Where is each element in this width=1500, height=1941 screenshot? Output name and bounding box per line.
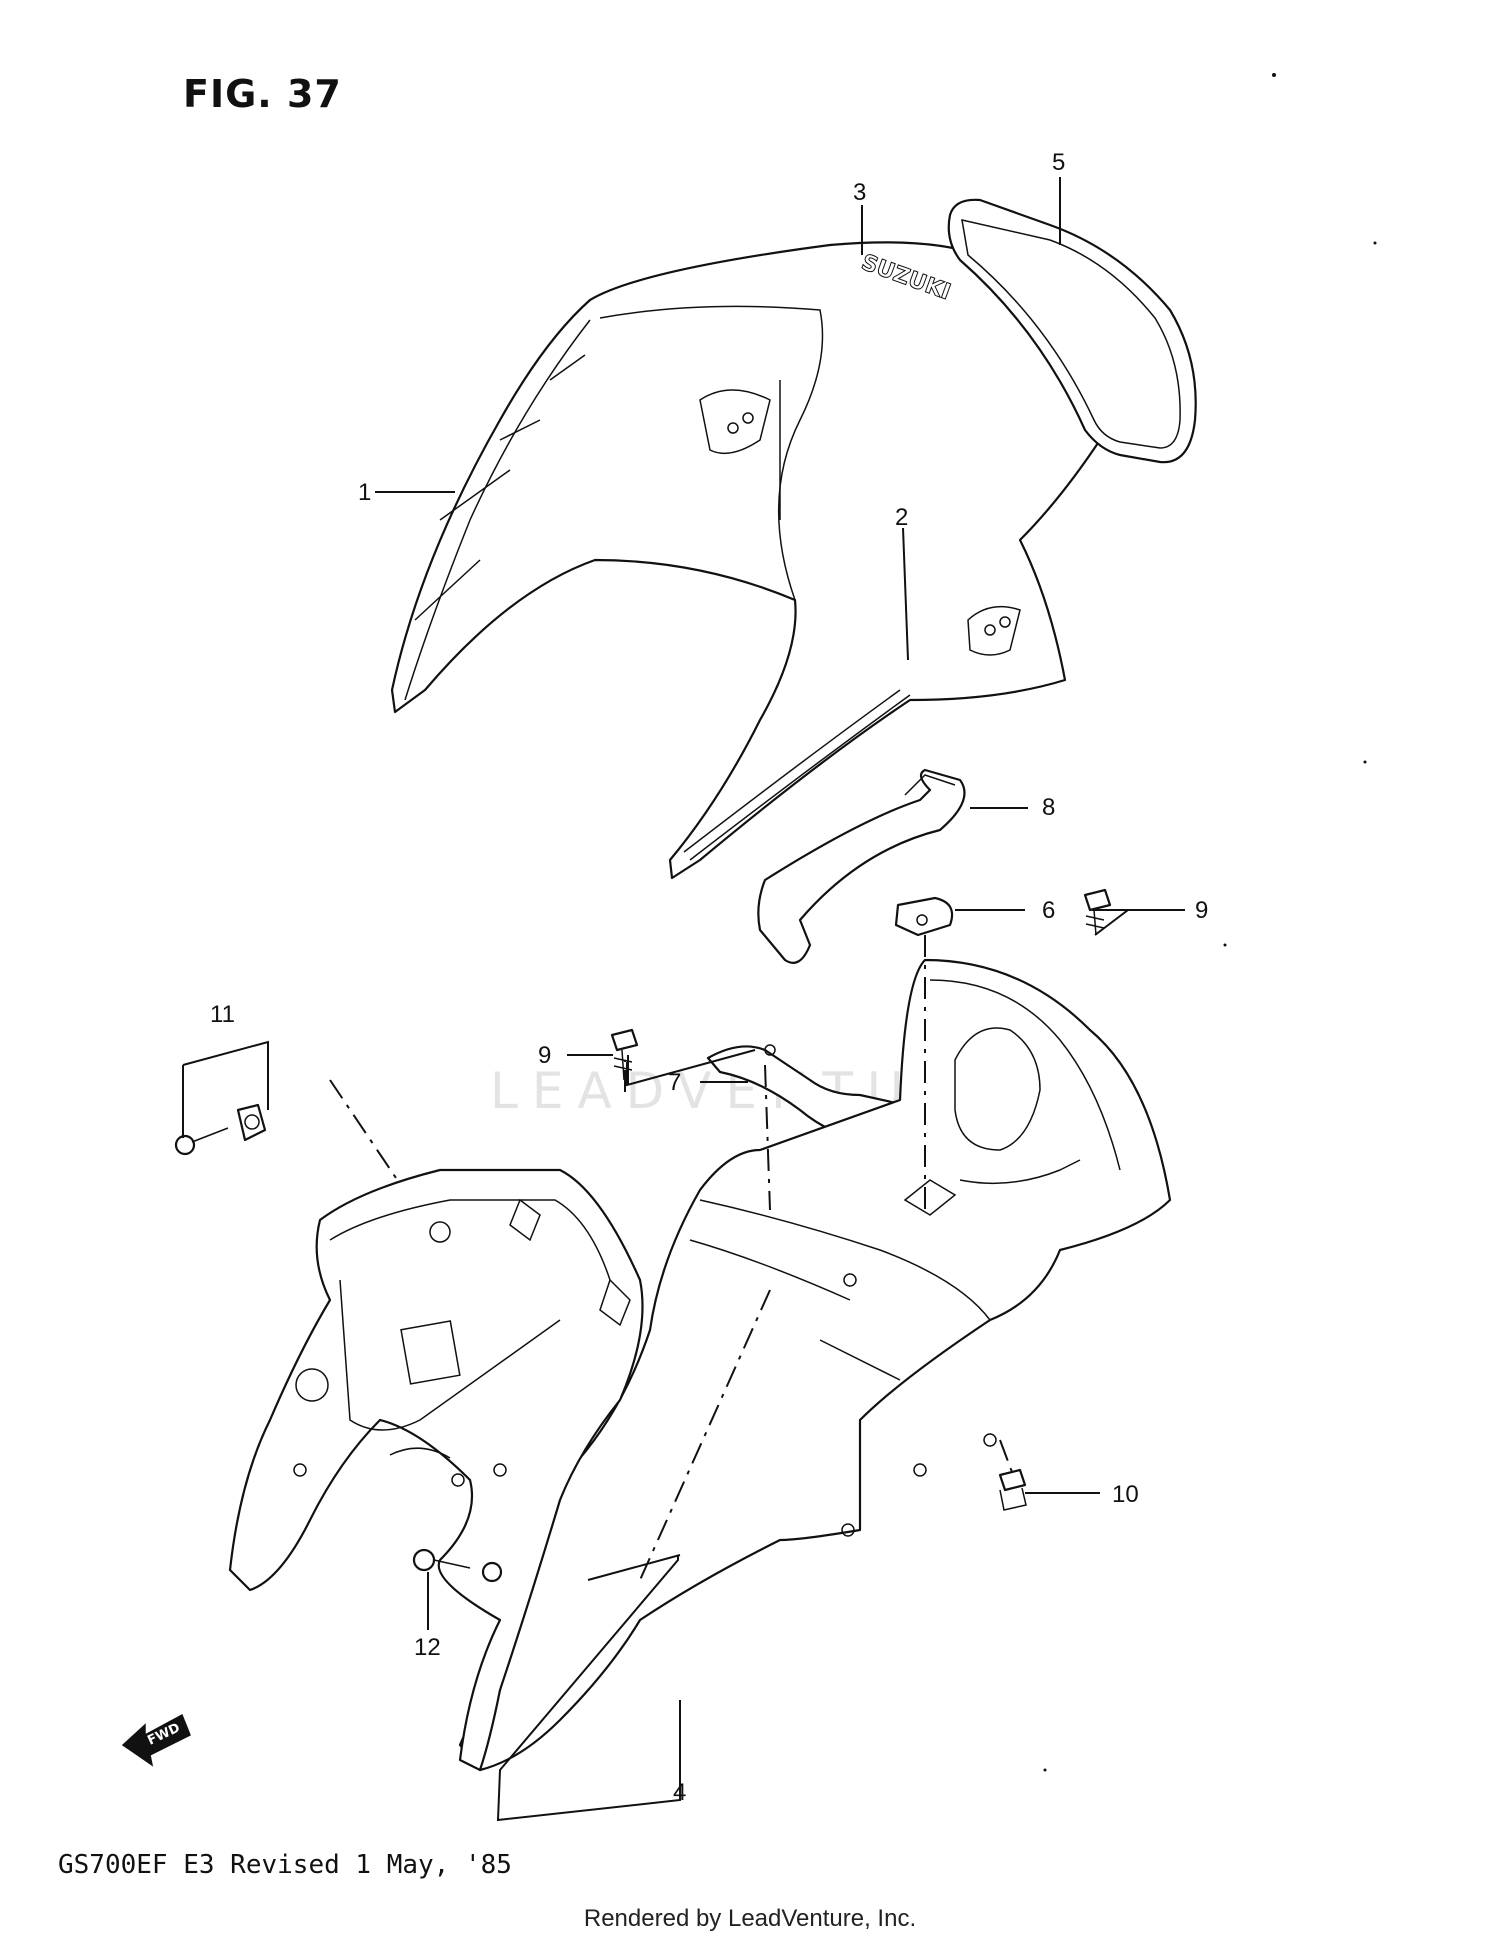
assembly-line-4 bbox=[639, 1289, 771, 1581]
callout-10: 10 bbox=[1112, 1481, 1139, 1508]
model-revision-label: GS700EF E3 Revised 1 May, '85 bbox=[58, 1850, 512, 1880]
screw-11 bbox=[174, 1103, 267, 1156]
callout-5: 5 bbox=[1052, 149, 1065, 176]
callout-12: 12 bbox=[414, 1634, 441, 1661]
callout-8: 8 bbox=[1042, 794, 1055, 821]
callout-4: 4 bbox=[673, 1779, 686, 1806]
screw-12 bbox=[412, 1548, 503, 1583]
bolt-10 bbox=[998, 1468, 1027, 1511]
callout-7: 7 bbox=[668, 1069, 681, 1096]
callout-3: 3 bbox=[853, 179, 866, 206]
callout-6: 6 bbox=[1042, 897, 1055, 924]
callout-1: 1 bbox=[358, 479, 371, 506]
assembly-line-10 bbox=[999, 1439, 1013, 1473]
rendered-by-label: Rendered by LeadVenture, Inc. bbox=[583, 1905, 917, 1932]
seal-part bbox=[947, 198, 1197, 464]
bolt-9b bbox=[610, 1028, 639, 1081]
assembly-line-7 bbox=[764, 1064, 771, 1211]
assembly-line-11 bbox=[329, 1079, 397, 1179]
callout-2: 2 bbox=[895, 504, 908, 531]
callout-9-right: 9 bbox=[1195, 897, 1208, 924]
strap-part bbox=[757, 768, 966, 964]
callout-9-left: 9 bbox=[538, 1042, 551, 1069]
callout-11: 11 bbox=[210, 1001, 235, 1028]
clip-part bbox=[894, 896, 954, 937]
leader-lines bbox=[182, 177, 1185, 1822]
tail-cowl-part: SUZUKI bbox=[390, 241, 1102, 880]
figure-title: FIG. 37 bbox=[183, 72, 342, 116]
bolt-9a bbox=[1083, 888, 1112, 936]
fwd-arrow-icon: FWD bbox=[121, 1713, 191, 1767]
